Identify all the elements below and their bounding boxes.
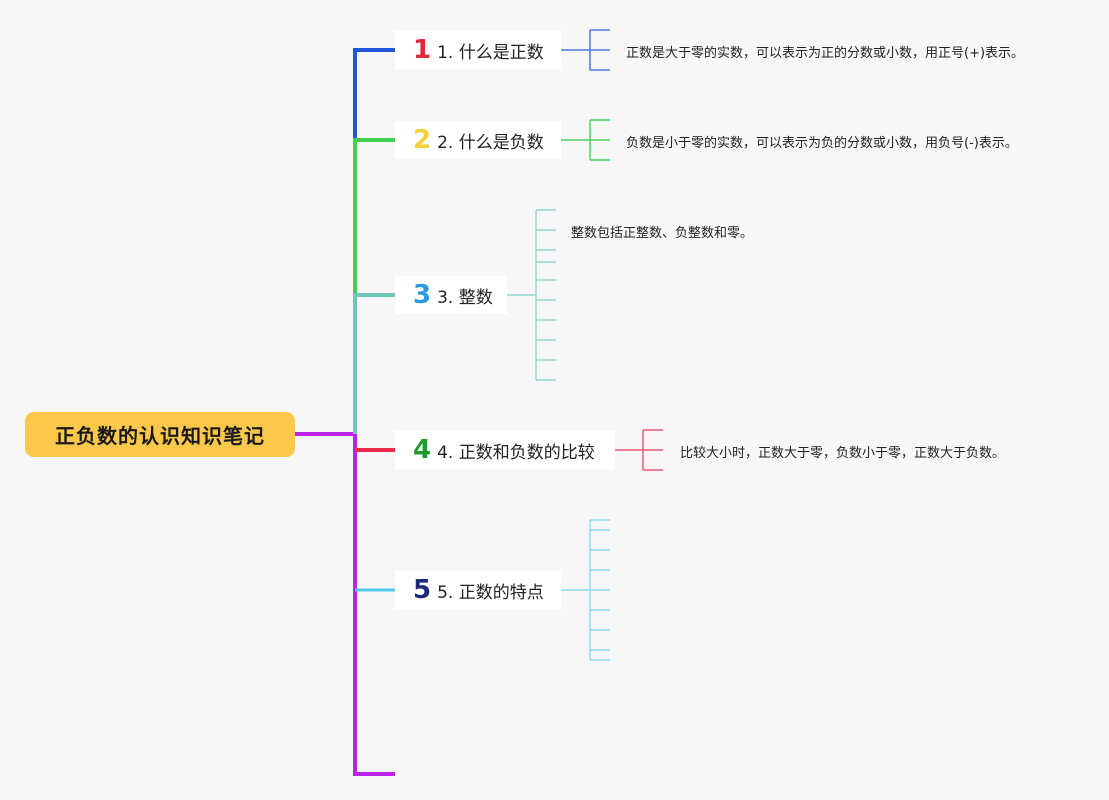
- spine-bottom: [353, 434, 395, 776]
- root-title: 正负数的认识知识笔记: [55, 424, 265, 448]
- topic-note-4: 比较大小时，正数大于零，负数小于零，正数大于负数。: [680, 446, 1006, 461]
- topic-note-3: 整数包括正整数、负整数和零。: [571, 226, 754, 241]
- topic-node-4[interactable]: 4 4. 正数和负数的比较: [395, 431, 615, 469]
- detail-bracket-2: [561, 119, 610, 161]
- detail-bracket-5: [561, 519, 610, 661]
- number-2-icon: 2: [413, 125, 432, 155]
- detail-bracket-1: [561, 29, 610, 71]
- number-4-icon: 4: [413, 435, 432, 465]
- topic-label-4: 4. 正数和负数的比较: [437, 442, 595, 463]
- topic-node-1[interactable]: 1 1. 什么是正数: [395, 31, 561, 69]
- branch-1: [353, 48, 395, 140]
- topic-note-2: 负数是小于零的实数，可以表示为负的分数或小数，用负号(-)表示。: [626, 136, 1018, 151]
- topic-label-2: 2. 什么是负数: [437, 132, 544, 153]
- detail-bracket-3: [507, 209, 556, 381]
- topic-node-5[interactable]: 5 5. 正数的特点: [395, 571, 561, 609]
- number-3-icon: 3: [413, 280, 432, 310]
- root-node[interactable]: 正负数的认识知识笔记: [25, 412, 295, 457]
- topic-node-3[interactable]: 3 3. 整数: [395, 276, 507, 314]
- branch-2: [353, 138, 395, 295]
- number-5-icon: 5: [413, 575, 432, 605]
- number-1-icon: 1: [413, 35, 432, 65]
- topic-label-3: 3. 整数: [437, 287, 493, 308]
- topic-node-2[interactable]: 2 2. 什么是负数: [395, 121, 561, 159]
- topic-label-1: 1. 什么是正数: [437, 42, 544, 63]
- topic-note-1: 正数是大于零的实数，可以表示为正的分数或小数，用正号(+)表示。: [626, 46, 1025, 61]
- branch-3: [353, 293, 395, 434]
- detail-bracket-4: [615, 429, 663, 471]
- topic-label-5: 5. 正数的特点: [437, 582, 544, 603]
